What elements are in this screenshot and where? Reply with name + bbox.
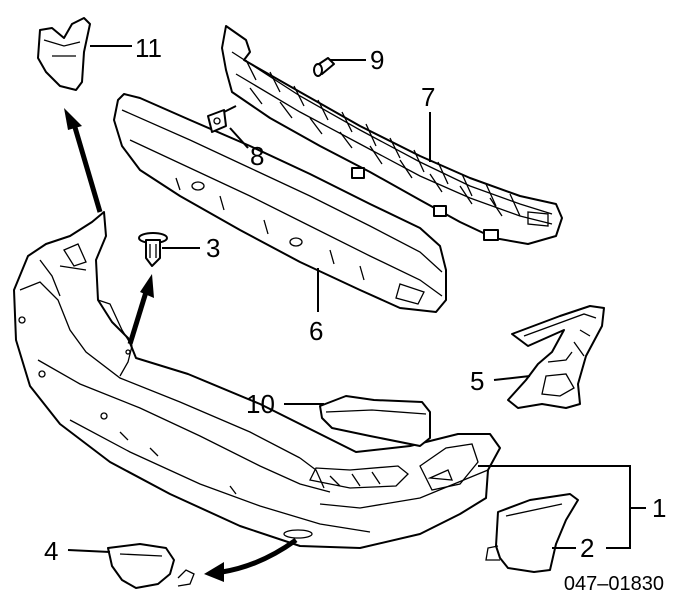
arrowhead-rivet bbox=[140, 274, 154, 298]
callout-5: 5 bbox=[470, 366, 484, 396]
part-5-side-bracket bbox=[507, 305, 605, 409]
callout-2: 2 bbox=[580, 533, 594, 563]
callout-1: 1 bbox=[652, 493, 666, 523]
callout-8: 8 bbox=[250, 141, 264, 171]
reference-number: 047–01830 bbox=[564, 573, 664, 595]
part-3-push-rivet bbox=[138, 232, 168, 267]
callout-3: 3 bbox=[206, 233, 220, 263]
part-7-energy-absorber bbox=[221, 25, 563, 245]
part-8-clip-nut bbox=[207, 105, 237, 133]
callout-11: 11 bbox=[135, 33, 162, 63]
callout-7: 7 bbox=[421, 82, 435, 112]
callout-4: 4 bbox=[44, 536, 58, 566]
part-4-tow-cover bbox=[107, 543, 195, 589]
part-2-corner-bracket bbox=[485, 493, 579, 573]
direction-arrows bbox=[64, 108, 298, 582]
arrow-to-rivet bbox=[127, 291, 149, 345]
callout-10: 10 bbox=[246, 389, 275, 419]
part-6-reinforcement-beam bbox=[113, 93, 447, 313]
callout-labels: 11 9 7 8 3 6 5 10 1 2 4 047–01830 bbox=[44, 33, 666, 595]
arrow-to-tow-cover bbox=[221, 537, 298, 575]
arrowhead-mud-flap bbox=[64, 108, 82, 130]
callout-6: 6 bbox=[309, 316, 323, 346]
leader-8 bbox=[229, 127, 249, 149]
part-1-bumper-cover bbox=[13, 211, 501, 549]
arrowhead-tow-cover bbox=[204, 562, 224, 582]
callout-9: 9 bbox=[370, 45, 384, 75]
part-11-mud-flap bbox=[37, 17, 91, 91]
arrow-to-mud-flap bbox=[71, 123, 103, 213]
part-10-trim-piece bbox=[319, 395, 431, 447]
leader-4 bbox=[67, 549, 111, 553]
leader-lines bbox=[67, 45, 646, 553]
part-9-pin bbox=[313, 57, 335, 77]
leader-5 bbox=[493, 375, 531, 381]
